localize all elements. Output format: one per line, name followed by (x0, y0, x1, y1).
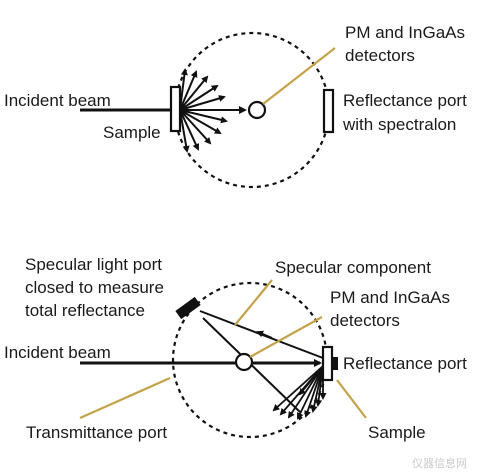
bottom-detectors-label-1: PM and InGaAs (330, 288, 450, 307)
top-incident-beam-label: Incident beam (4, 91, 111, 110)
bottom-detector (234, 352, 254, 372)
bottom-specular-port-label-2: closed to measure (25, 278, 164, 297)
bottom-specular-ray-arrow (256, 330, 273, 339)
top-sample-label: Sample (103, 123, 161, 142)
bottom-detectors-label-2: detectors (330, 311, 400, 330)
bottom-specular-port (175, 296, 201, 320)
bottom-incident-beam-label: Incident beam (4, 343, 111, 362)
top-diagram: Incident beam Sample PM and InGaAs detec… (4, 23, 467, 189)
top-detector-leader (262, 47, 336, 105)
leader-detectors (249, 316, 323, 358)
bottom-scatter-arrows (272, 365, 327, 420)
bottom-leaders (79, 279, 367, 420)
top-sample-holder (169, 85, 182, 133)
bottom-diagram: Specular light port closed to measure to… (4, 255, 467, 442)
top-detectors-label-1: PM and InGaAs (345, 23, 465, 42)
bottom-sample-block (332, 357, 338, 370)
leader-transmittance (79, 376, 171, 420)
top-detectors-label-2: detectors (345, 46, 415, 65)
bottom-sample-label: Sample (368, 423, 426, 442)
top-scatter-arrows (179, 68, 247, 153)
top-reflectance-port (322, 88, 335, 134)
bottom-transmittance-port-label: Transmittance port (26, 423, 167, 442)
watermark: 仪器信息网 (412, 456, 467, 470)
bottom-specular-component-label: Specular component (275, 258, 431, 277)
bottom-reflectance-port-label: Reflectance port (343, 354, 467, 373)
bottom-reflectance-port (321, 345, 334, 382)
top-reflectance-label-2: with spectralon (342, 115, 456, 134)
top-detector (247, 100, 267, 120)
top-reflectance-label-1: Reflectance port (343, 91, 467, 110)
bottom-specular-port-label-1: Specular light port (25, 255, 162, 274)
leader-specular-component (234, 279, 273, 326)
bottom-specular-port-label-3: total reflectance (25, 301, 145, 320)
leader-sample (336, 379, 367, 419)
